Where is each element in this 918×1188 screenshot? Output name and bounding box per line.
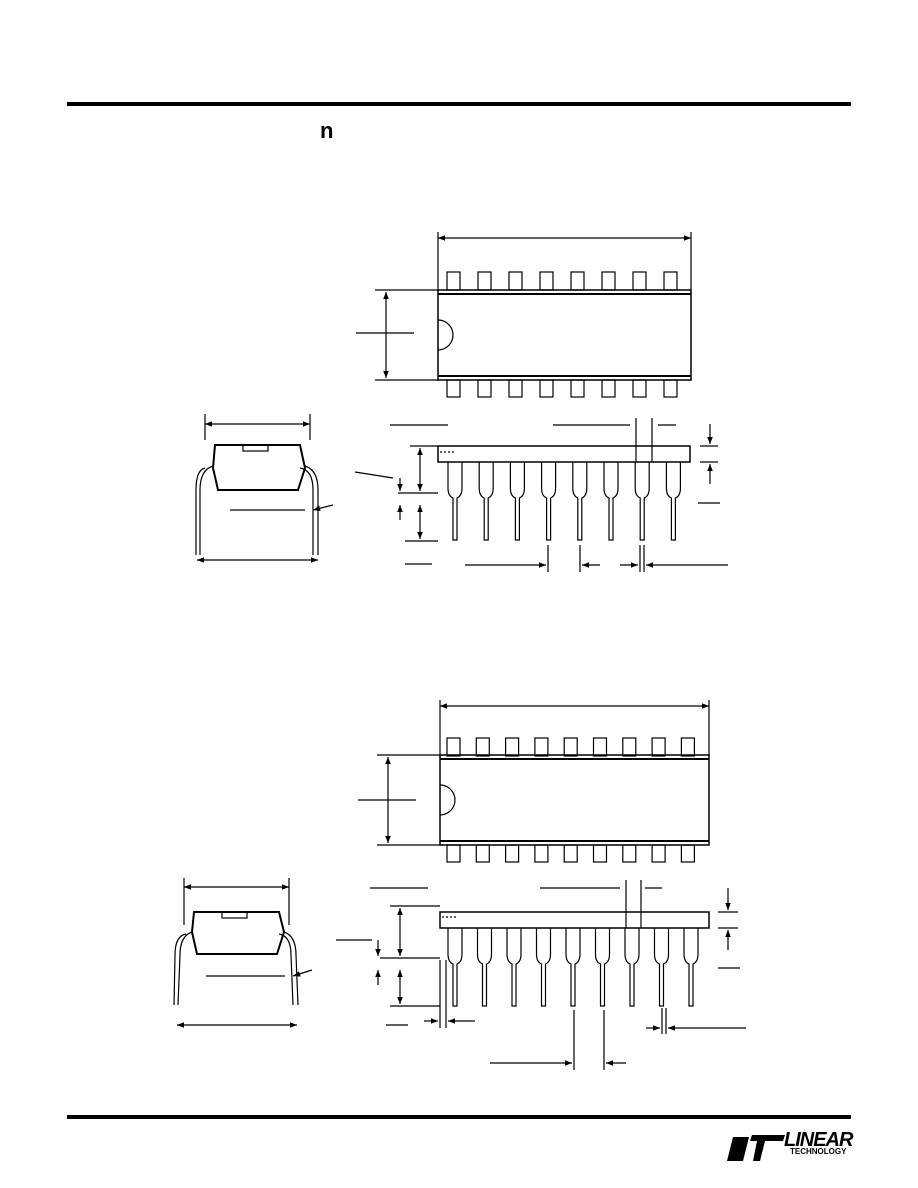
pin-bottom: [632, 379, 647, 398]
pin-bottom: [663, 379, 678, 398]
pin-lead: [653, 928, 670, 1007]
section-bullet: n: [320, 118, 334, 143]
pin-lead: [683, 928, 699, 1007]
top-view-16: [356, 232, 692, 398]
pin-bottom: [622, 844, 637, 863]
pin-top: [601, 271, 616, 291]
pin-top: [663, 271, 678, 291]
pin-bottom: [563, 844, 578, 863]
pin-bottom: [592, 844, 608, 863]
linear-technology-logo: LINEAR TECHNOLOGY: [784, 1129, 853, 1156]
pin-lead: [447, 462, 463, 541]
pin-top: [632, 271, 647, 291]
pin-lead: [447, 928, 463, 1007]
end-view-16: [195, 414, 334, 563]
package-18-pin-drawing: [173, 700, 746, 1070]
pin-bottom: [539, 379, 554, 398]
pin-bottom: [570, 379, 585, 398]
pin-lead: [624, 928, 640, 1007]
top-view-18: [358, 700, 710, 863]
pin-bottom: [534, 844, 549, 863]
pin-top: [563, 737, 578, 757]
pin-lead: [478, 462, 494, 541]
pin-lead: [665, 462, 681, 541]
package-16-pin-drawing: [195, 232, 728, 572]
pin-bottom: [446, 844, 461, 863]
pin-lead: [603, 462, 619, 541]
pin-lead: [572, 462, 588, 541]
pin-top: [622, 737, 637, 757]
pin-top: [505, 737, 520, 757]
pin-top: [475, 737, 490, 757]
side-view-16: [354, 418, 728, 572]
pin-bottom: [446, 379, 461, 398]
pin-lead: [535, 928, 552, 1007]
pin-bottom: [477, 379, 492, 398]
pin-top: [477, 271, 492, 291]
logo-name: LINEAR: [784, 1129, 853, 1151]
pin-top: [508, 271, 523, 291]
pin-top: [680, 737, 696, 757]
pin-lead: [476, 928, 493, 1007]
pin-lead: [506, 928, 522, 1007]
pin-lead: [634, 462, 650, 541]
pin-top: [539, 271, 554, 291]
pin-lead: [594, 928, 611, 1007]
pin-bottom: [505, 844, 520, 863]
pin-lead: [509, 462, 525, 541]
side-view-18: [336, 880, 746, 1070]
pin-top: [570, 271, 585, 291]
pin-bottom: [508, 379, 523, 398]
pin-top: [592, 737, 608, 757]
pin-bottom: [651, 844, 666, 863]
end-view-18: [173, 878, 313, 1028]
pin-lead: [541, 462, 557, 541]
logo-subtitle: TECHNOLOGY: [790, 1147, 847, 1156]
header-rule: [67, 102, 851, 106]
pin-bottom: [475, 844, 490, 863]
pin-bottom: [601, 379, 616, 398]
pin-top: [651, 737, 666, 757]
pin-top: [446, 737, 461, 757]
lt-logo-icon: [727, 1135, 785, 1161]
pin-top: [446, 271, 461, 291]
pin-lead: [565, 928, 581, 1007]
pin-top: [534, 737, 549, 757]
footer-rule: [67, 1115, 851, 1119]
pin-bottom: [680, 844, 696, 863]
